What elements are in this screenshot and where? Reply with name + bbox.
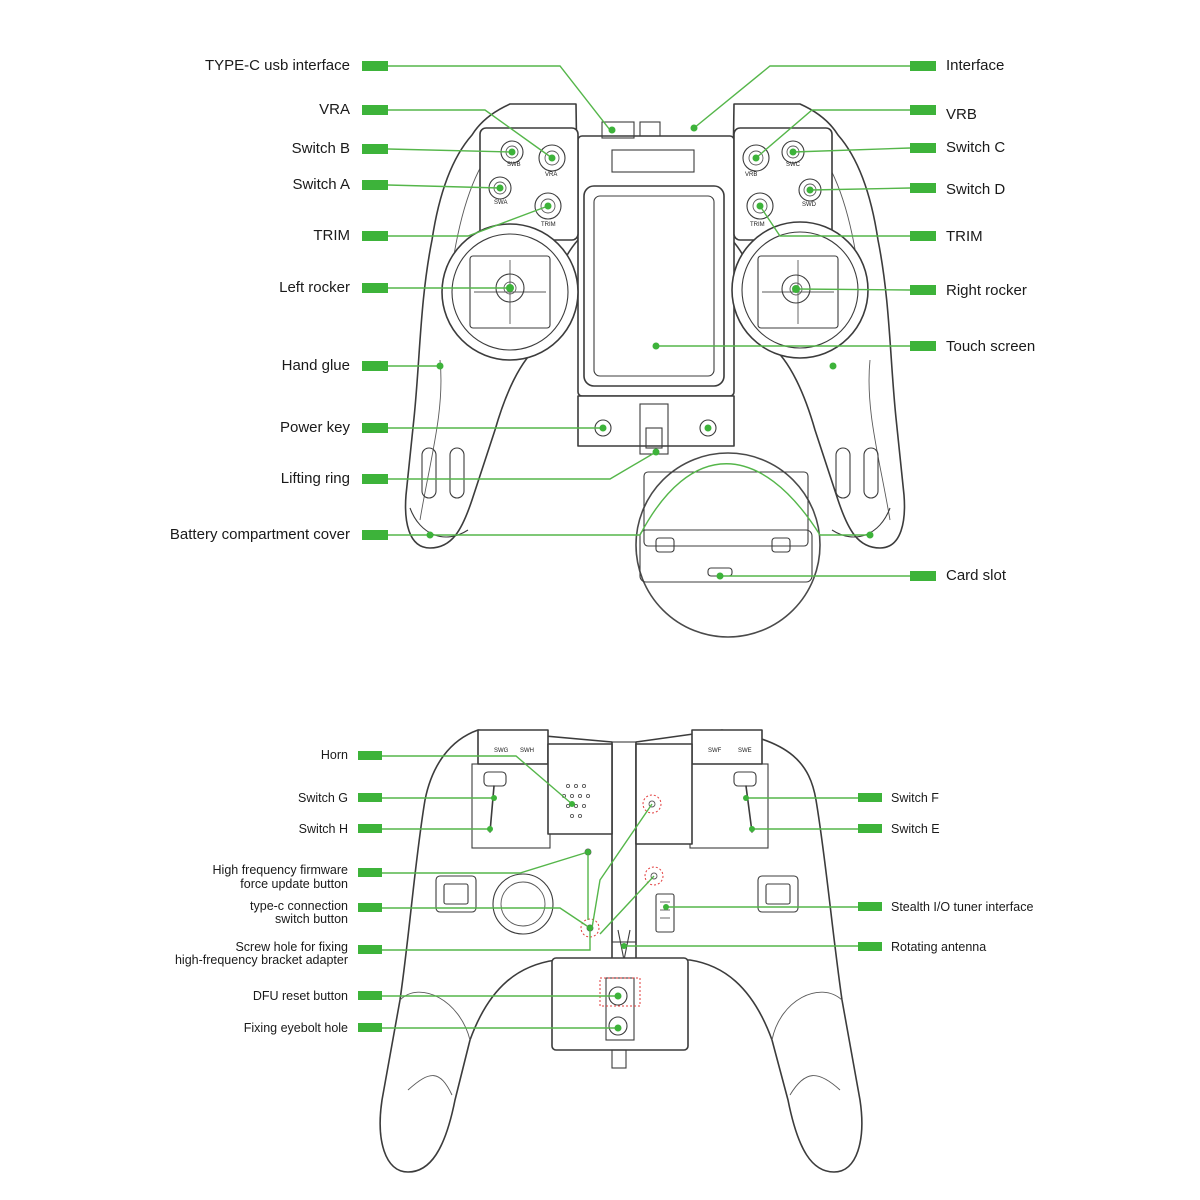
label-rotating-antenna: Rotating antenna xyxy=(891,940,986,954)
label-switch-h: Switch H xyxy=(299,822,348,836)
mark-trim-left: TRIM xyxy=(541,222,556,228)
label-screw-hole-line1: Screw hole for fixing xyxy=(235,940,348,954)
label-fixing-eyebolt: Fixing eyebolt hole xyxy=(244,1021,348,1035)
label-dfu-reset: DFU reset button xyxy=(253,989,348,1003)
label-switch-f: Switch F xyxy=(891,791,939,805)
label-stealth-io: Stealth I/O tuner interface xyxy=(891,900,1033,914)
mark-swc: SWC xyxy=(786,162,801,168)
label-trim-right: TRIM xyxy=(946,228,983,245)
label-hf-firmware-line1: High frequency firmware xyxy=(213,863,349,877)
label-card-slot: Card slot xyxy=(946,567,1007,584)
label-lifting-ring: Lifting ring xyxy=(281,470,350,487)
label-left-rocker: Left rocker xyxy=(279,279,350,296)
mark-swa: SWA xyxy=(494,200,507,206)
label-vrb: VRB xyxy=(946,106,977,123)
top-anchor-dots xyxy=(426,124,874,580)
label-power-key: Power key xyxy=(280,419,351,436)
label-hf-firmware-line2: force update button xyxy=(240,877,348,891)
label-switch-b: Switch B xyxy=(292,140,350,157)
label-type-c-usb-interface: TYPE-C usb interface xyxy=(205,57,350,74)
controller-front-view: SWB VRA SWA TRIM VRB SWC SWD TRIM xyxy=(404,103,906,638)
label-screw-hole-line2: high-frequency bracket adapter xyxy=(175,953,348,967)
mark-trim-right: TRIM xyxy=(750,222,765,228)
controller-back-view: SWG SWH SWF SWE xyxy=(379,729,863,1173)
top-left-leaders xyxy=(387,65,870,536)
mark-vra: VRA xyxy=(545,172,557,178)
top-left-labels: TYPE-C usb interface VRA Switch B Switch… xyxy=(170,57,388,543)
label-hand-glue: Hand glue xyxy=(282,357,350,374)
mark-swg: SWG xyxy=(494,748,509,754)
label-trim-left: TRIM xyxy=(313,227,350,244)
label-typec-switch-line2: switch button xyxy=(275,912,348,926)
mark-swe: SWE xyxy=(738,748,752,754)
label-typec-switch-line1: type-c connection xyxy=(250,899,348,913)
mark-vrb: VRB xyxy=(745,172,757,178)
label-horn: Horn xyxy=(321,748,348,762)
bottom-leaders xyxy=(382,755,858,1029)
bottom-anchor-dots xyxy=(487,795,755,1032)
bottom-left-labels: Horn Switch G Switch H High frequency fi… xyxy=(175,748,382,1035)
label-switch-a: Switch A xyxy=(292,176,350,193)
mark-swf: SWF xyxy=(708,748,722,754)
top-right-leaders xyxy=(656,65,911,577)
label-vra: VRA xyxy=(319,101,350,118)
label-switch-e: Switch E xyxy=(891,822,940,836)
mark-swd: SWD xyxy=(802,202,817,208)
mark-swb: SWB xyxy=(507,162,521,168)
label-touch-screen: Touch screen xyxy=(946,338,1035,355)
label-switch-g: Switch G xyxy=(298,791,348,805)
label-switch-c: Switch C xyxy=(946,139,1005,156)
mark-swh: SWH xyxy=(520,748,534,754)
top-right-labels: Interface VRB Switch C Switch D TRIM Rig… xyxy=(910,57,1035,584)
bottom-right-labels: Switch F Switch E Stealth I/O tuner inte… xyxy=(858,791,1033,954)
label-interface: Interface xyxy=(946,57,1004,74)
label-battery-compartment-cover: Battery compartment cover xyxy=(170,526,350,543)
label-switch-d: Switch D xyxy=(946,181,1005,198)
label-right-rocker: Right rocker xyxy=(946,282,1027,299)
